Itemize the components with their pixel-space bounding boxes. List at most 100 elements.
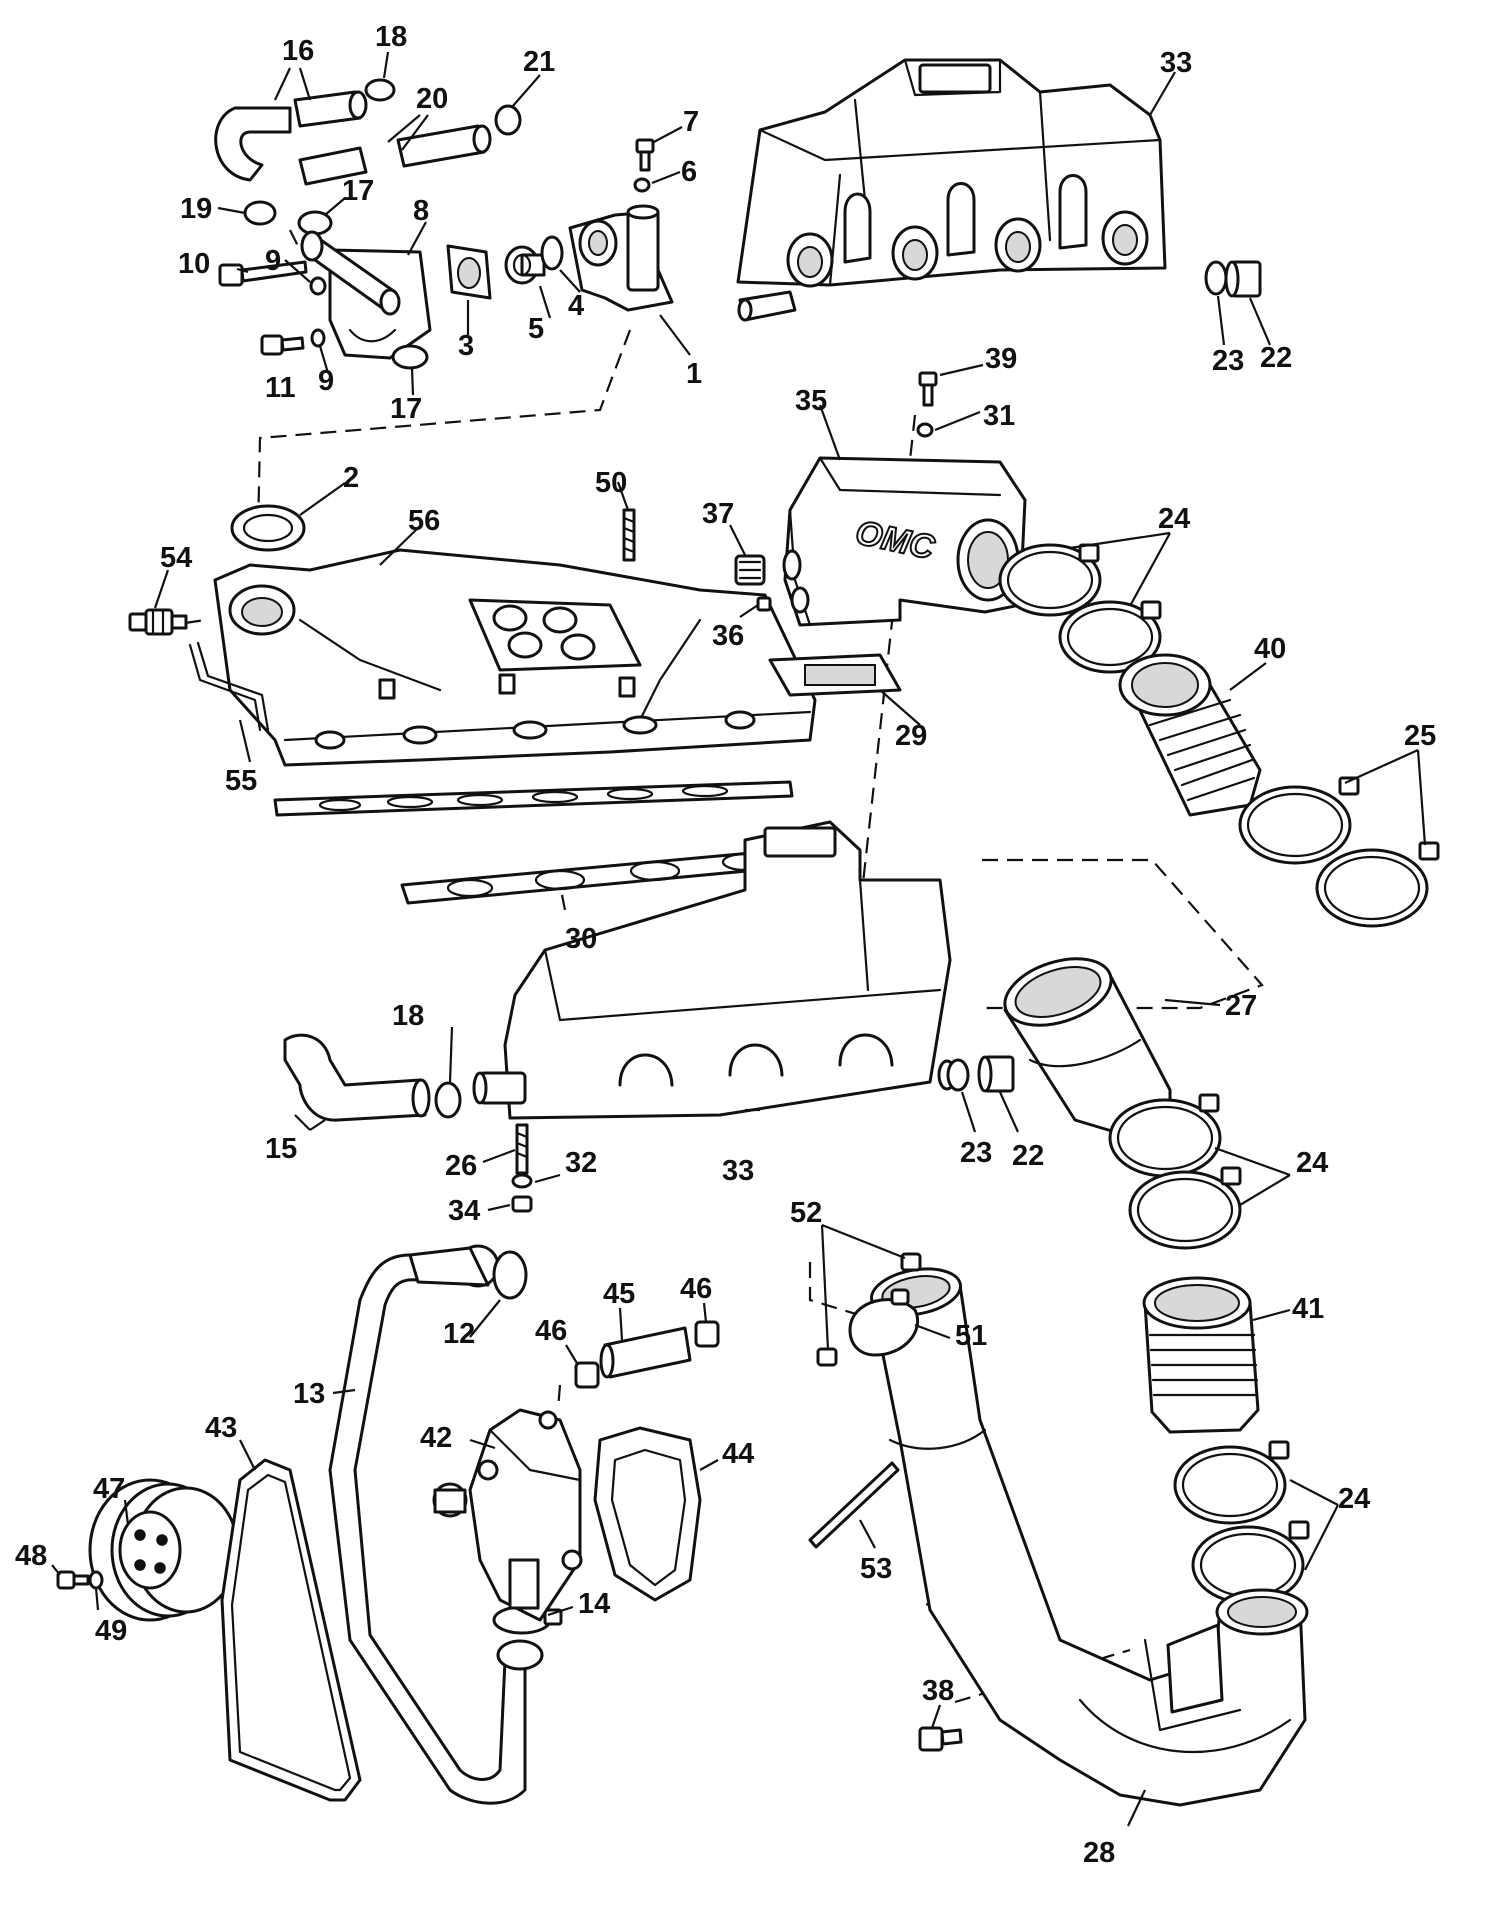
clamp-18-top	[364, 78, 396, 102]
callout-33-lower: 33	[722, 1155, 754, 1187]
washer-32	[511, 1173, 533, 1189]
screw-39	[918, 371, 938, 407]
callout-39: 39	[985, 343, 1017, 375]
callout-21: 21	[523, 46, 555, 78]
bolt-38	[918, 1726, 963, 1752]
clamp-21	[494, 104, 522, 136]
callout-15: 15	[265, 1133, 297, 1165]
leader-lines	[51, 51, 1427, 1827]
clamp-46-b	[694, 1320, 720, 1348]
fitting-37	[734, 554, 766, 586]
callout-5: 5	[528, 313, 544, 345]
bolt-11	[260, 334, 305, 356]
callout-53: 53	[860, 1553, 892, 1585]
callout-43: 43	[205, 1412, 237, 1444]
clamp-19	[243, 200, 277, 226]
pump-gasket-44	[593, 1426, 702, 1602]
callout-50: 50	[595, 467, 627, 499]
elbow-gasket-29	[768, 653, 902, 697]
callout-28: 28	[1083, 1837, 1115, 1869]
callout-17-upper: 17	[342, 175, 374, 207]
intake-manifold-56	[213, 548, 817, 767]
callout-23-upper: 23	[1212, 345, 1244, 377]
screw-52-a	[900, 1252, 922, 1272]
tube-53	[808, 1461, 900, 1549]
nut-34	[511, 1195, 533, 1213]
washer-6	[633, 177, 651, 193]
gasket-3	[446, 244, 492, 300]
callout-23-lower: 23	[960, 1137, 992, 1169]
callout-36: 36	[712, 620, 744, 652]
washer-9-upper	[309, 276, 327, 296]
callout-29: 29	[895, 720, 927, 752]
callout-18-lower: 18	[392, 1000, 424, 1032]
callout-38: 38	[922, 1675, 954, 1707]
clamp-12	[492, 1250, 528, 1300]
clamp-25-b	[1315, 841, 1440, 928]
callout-22-upper: 22	[1260, 342, 1292, 374]
callout-11: 11	[265, 372, 296, 404]
water-pump-42	[432, 1408, 583, 1622]
clamp-46-a	[574, 1361, 600, 1389]
exhaust-manifold-33-lower	[472, 820, 957, 1120]
callout-33-upper: 33	[1160, 47, 1192, 79]
callout-35: 35	[795, 385, 827, 417]
callout-27: 27	[1225, 990, 1257, 1022]
seal-4	[540, 235, 564, 271]
callout-37: 37	[702, 498, 734, 530]
thermostat-5	[504, 245, 546, 285]
washer-49	[88, 1570, 104, 1590]
clamp-24-e	[1173, 1440, 1290, 1525]
hose-22-lower	[977, 1055, 1015, 1093]
stud-26	[515, 1123, 529, 1175]
bellows-41	[1142, 1276, 1260, 1434]
callout-17-lower: 17	[390, 393, 422, 425]
callout-24-a: 24	[1158, 503, 1190, 535]
hose-20	[298, 124, 492, 186]
pulley-47	[88, 1478, 240, 1622]
washer-31	[916, 422, 934, 438]
callout-19: 19	[180, 193, 212, 225]
callout-49: 49	[95, 1615, 127, 1647]
drive-belt-43	[220, 1458, 362, 1802]
callout-12: 12	[443, 1318, 475, 1350]
intake-gasket-55	[273, 780, 794, 817]
callout-24-c: 24	[1338, 1483, 1370, 1515]
hose-22-upper	[1224, 260, 1262, 298]
callout-25: 25	[1404, 720, 1436, 752]
thermostat-housing-8	[300, 230, 432, 360]
stud-50	[622, 508, 636, 562]
callout-9-upper: 9	[265, 245, 281, 277]
callout-20: 20	[416, 83, 448, 115]
callout-34: 34	[448, 1195, 480, 1227]
exhaust-pipe-27	[1003, 957, 1172, 1137]
bellows-40	[1118, 653, 1262, 817]
callout-14: 14	[578, 1588, 610, 1620]
exhaust-elbow-35: OMC	[782, 456, 1027, 627]
clamp-24-c	[1108, 1093, 1222, 1178]
callout-48: 48	[15, 1540, 47, 1572]
thermostat-housing-1	[568, 204, 674, 312]
cover-51	[848, 1288, 920, 1357]
callout-8: 8	[413, 195, 429, 227]
clamp-18-lower	[434, 1081, 462, 1119]
callout-42: 42	[420, 1422, 452, 1454]
clamp-24-d	[1128, 1166, 1242, 1250]
hose-13	[328, 1244, 544, 1805]
callout-9-lower: 9	[318, 365, 334, 397]
callout-46-a: 46	[535, 1315, 567, 1347]
callout-10: 10	[178, 248, 210, 280]
callout-13: 13	[293, 1378, 325, 1410]
hose-45	[599, 1326, 692, 1379]
clamp-17-lower	[391, 344, 429, 370]
wire-55	[188, 641, 270, 732]
callout-46-b: 46	[680, 1273, 712, 1305]
callout-16: 16	[282, 35, 314, 67]
screw-52-b	[816, 1347, 838, 1367]
clamp-24-a	[998, 543, 1102, 617]
callout-41: 41	[1292, 1293, 1324, 1325]
callout-32: 32	[565, 1147, 597, 1179]
callout-3: 3	[458, 330, 474, 362]
callout-7: 7	[683, 106, 699, 138]
screw-7	[635, 138, 655, 172]
